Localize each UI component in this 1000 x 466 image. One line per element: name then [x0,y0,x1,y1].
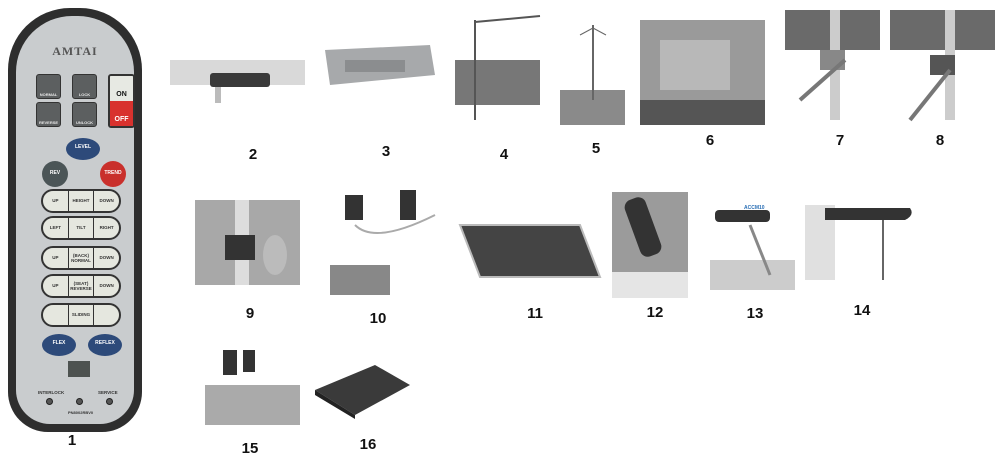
lock-button[interactable]: LOCK [72,74,97,99]
rotating-clamp-image [785,10,880,125]
brand-label: AMTAI [52,44,98,58]
item13-tag: ACCM10 [744,205,765,211]
sliding-label: SLIDING [69,305,95,325]
interlock-led [46,398,53,405]
rev-button[interactable]: REV [42,161,68,187]
item-number: 8 [935,132,945,149]
slide-left-button[interactable] [43,305,69,325]
reverse-button[interactable]: REVERSE [36,102,61,127]
iv-pole-image [555,20,630,125]
side-rail-clamp-image [640,20,765,125]
item-number: 10 [369,310,387,327]
seat-down-button[interactable]: DOWN [99,283,114,289]
level-button[interactable]: LEVEL [66,138,100,160]
normal-button[interactable]: NORMAL [36,74,61,99]
reflex-button[interactable]: REFLEX [88,334,122,356]
height-up-button[interactable]: UP [43,191,69,211]
item-number: 1 [67,432,77,449]
back-row: UP(BACK) NORMAL DOWN [41,246,121,270]
arm-table-image [455,205,605,285]
seat-label: (SEAT) REVERSE [69,276,95,296]
hand-holder-image [205,350,300,425]
tilt-label: TILT [69,218,95,238]
seat-up-button[interactable]: UP [43,276,69,296]
leg-holder-image [325,185,445,295]
on-button[interactable]: ON [110,76,133,101]
back-down-button[interactable]: DOWN [99,255,114,261]
remote-face: AMTAI NORMAL LOCK REVERSE UNLOCK ON OFF … [16,16,135,424]
service-led [106,398,113,405]
unlock-button[interactable]: UNLOCK [72,102,97,127]
item-number: 15 [241,440,259,457]
item-number: 14 [853,302,871,319]
back-up-button[interactable]: UP [43,248,69,268]
display-panel [68,361,90,377]
height-label: HEIGHT [69,191,95,211]
trend-button[interactable]: TREND [100,161,126,187]
item-number: 6 [705,132,715,149]
service-label: SERVICE [98,390,118,395]
item-number: 11 [527,305,543,322]
item-number: 16 [359,436,377,453]
item-number: 13 [746,305,764,322]
bracket-plate-image [315,30,440,100]
clamp-image [195,200,300,285]
head-rest-image [705,200,795,290]
arm-board-image [165,35,310,105]
off-button[interactable]: OFF [110,101,133,126]
sliding-row: SLIDING [41,303,121,327]
item-number: 4 [499,146,509,163]
interlock-label: INTERLOCK [38,390,65,395]
tilt-left-button[interactable]: LEFT [43,218,69,238]
back-label: (BACK) NORMAL [69,248,95,268]
power-buttons: ON OFF [108,74,135,128]
seat-row: UP(SEAT) REVERSE DOWN [41,274,121,298]
arm-support-image [805,200,915,285]
tilt-right-button[interactable]: RIGHT [99,225,114,231]
mattress-pad-image [310,355,415,420]
item-number: 2 [248,146,258,163]
slide-right-button[interactable] [94,305,119,325]
flex-button[interactable]: FLEX [42,334,76,356]
radial-clamp-image [890,10,995,125]
item-number: 9 [245,305,255,322]
item-number: 3 [381,143,391,160]
power-led [76,398,83,405]
shoulder-support-image [612,192,688,298]
height-down-button[interactable]: DOWN [99,198,114,204]
item-number: 7 [835,132,845,149]
item-number: 12 [646,304,664,321]
anesthesia-screen-image [450,10,545,130]
model-label: PN8002RBV0 [68,410,94,415]
remote-control: AMTAI NORMAL LOCK REVERSE UNLOCK ON OFF … [8,8,142,432]
item-number: 5 [591,140,601,157]
